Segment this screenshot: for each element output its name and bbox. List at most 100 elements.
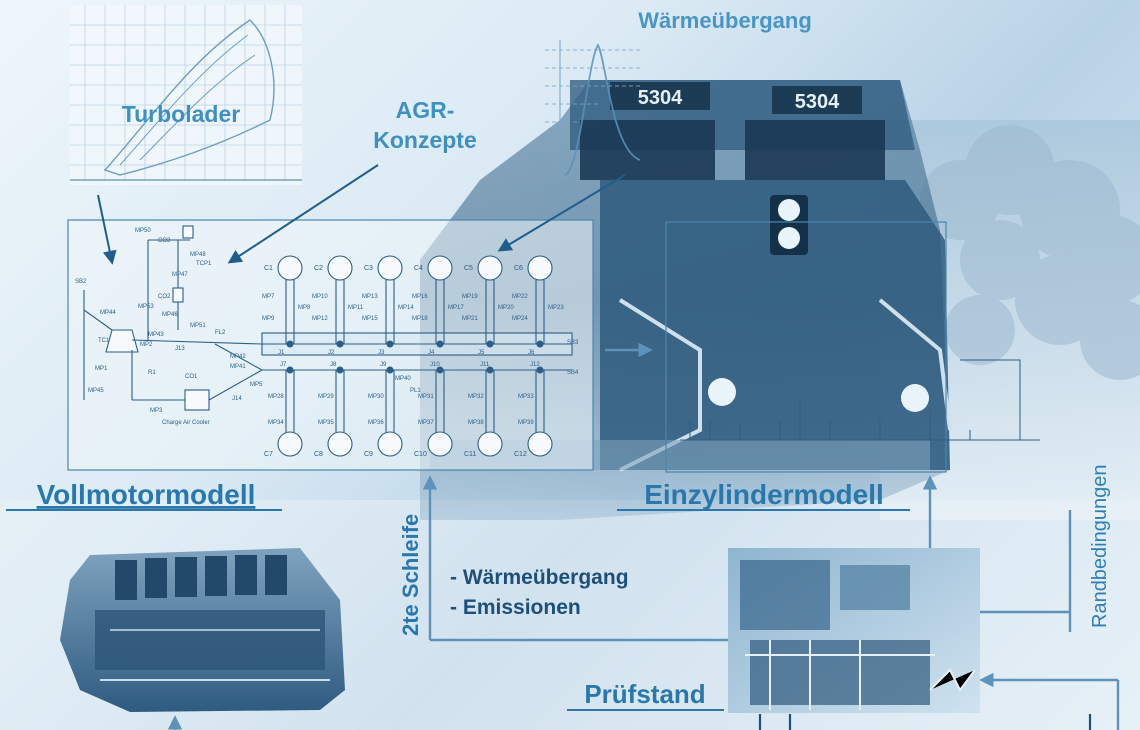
schematic-label-co2: CO2 [158, 294, 171, 300]
cylinder-label-C1: C1 [264, 265, 273, 272]
cylinder-label-C7: C7 [264, 451, 273, 458]
cylinder-C7 [277, 431, 303, 457]
pipe-label-MP14: MP14 [398, 305, 414, 311]
junction-J11 [486, 366, 494, 374]
junction-label-J11: J11 [480, 362, 490, 368]
junction-J2 [336, 340, 344, 348]
pipe-label-MP19: MP19 [462, 294, 478, 300]
schematic-label-mp45: MP45 [88, 388, 104, 394]
junction-J3 [386, 340, 394, 348]
agr-label-line1: AGR- [396, 97, 455, 123]
schematic-label-tc1: TC1 [98, 338, 110, 344]
cylinder-C2 [327, 255, 353, 281]
schematic-label-sb3: SB3 [567, 340, 579, 346]
pipe-label-MP9: MP9 [262, 316, 275, 322]
junction-label-J5: J5 [478, 350, 485, 356]
pipe-left [83, 309, 113, 331]
egr-valve [182, 225, 194, 239]
feed-lines [758, 714, 1092, 730]
randbedingungen-label: Randbedingungen [1089, 465, 1111, 629]
headlight-top [778, 199, 800, 221]
pipe-label-MP39: MP39 [518, 420, 534, 426]
egr-cooler [172, 287, 184, 303]
schematic-label-mp47: MP47 [172, 272, 188, 278]
loop-arrows [167, 342, 1120, 730]
pipe-label-MP28: MP28 [268, 394, 284, 400]
junction-J4 [436, 340, 444, 348]
list-item-waermeuebergang: - Wärmeübergang [450, 566, 629, 589]
cylinder-C8 [327, 431, 353, 457]
schematic-label-sb2: SB2 [75, 279, 87, 285]
pipe-label-MP36: MP36 [368, 420, 384, 426]
loco-number-2: 5304 [795, 91, 840, 113]
pipe-label-MP16: MP16 [412, 294, 428, 300]
cylinder-C3 [377, 255, 403, 281]
schematic-label-pl1: PL1 [410, 388, 421, 394]
cylinder-C1 [277, 255, 303, 281]
schematic-label-co3: CO3 [158, 238, 171, 244]
schematic-label-mp53: MP53 [138, 304, 154, 310]
pipe-label-MP33: MP33 [518, 394, 534, 400]
schematic-label-r1: R1 [148, 370, 156, 376]
pipe-label-MP24: MP24 [512, 316, 528, 322]
cylinder-label-C11: C11 [464, 451, 476, 458]
schematic-label-sb4: SB4 [567, 370, 579, 376]
schematic-label-tcp1: TCP1 [196, 261, 212, 267]
junction-J7 [286, 366, 294, 374]
junction-J1 [286, 340, 294, 348]
turbolader-label: Turbolader [122, 101, 240, 127]
pipe-label-MP8: MP8 [298, 305, 311, 311]
single-cylinder-schematic [665, 221, 1040, 473]
pipe-label-MP7: MP7 [262, 294, 275, 300]
cylinder-C6 [527, 255, 553, 281]
schematic-label-j13: J13 [175, 346, 185, 352]
cylinder-label-C5: C5 [464, 265, 473, 272]
pipe-label-MP18: MP18 [412, 316, 428, 322]
charge-air-cooler [184, 389, 210, 411]
schematic-label-mp48: MP48 [190, 252, 206, 258]
agr-label-line2: Konzepte [373, 127, 477, 153]
schematic-label-fl2: FL2 [215, 330, 226, 336]
pipe-label-MP23: MP23 [548, 305, 564, 311]
cylinder-C9 [377, 431, 403, 457]
schematic-label-co1: CO1 [185, 374, 198, 380]
cylinder-label-C8: C8 [314, 451, 323, 458]
junction-label-J9: J9 [380, 362, 387, 368]
heat-transfer-chart [545, 40, 641, 180]
pipe-label-MP22: MP22 [512, 294, 528, 300]
cylinder-C5 [477, 255, 503, 281]
engine-photo [60, 548, 345, 712]
schematic-label-mp50: MP50 [135, 228, 151, 234]
schematic-label-mp1: MP1 [95, 366, 108, 372]
junction-label-J6: J6 [528, 350, 535, 356]
pipe-label-MP10: MP10 [312, 294, 328, 300]
vollmotormodell-label: Vollmotormodell [37, 479, 256, 510]
schematic-label-mp51: MP51 [190, 323, 206, 329]
pipe-label-MP29: MP29 [318, 394, 334, 400]
schleife-label: 2te Schleife [398, 514, 423, 636]
pipe-label-MP34: MP34 [268, 420, 284, 426]
junction-J12 [536, 366, 544, 374]
full-engine-schematic: C1J1C7J7C2J2C8J8C3J3C9J9C4J4C10J10C5J5C1… [67, 219, 594, 471]
junction-label-J7: J7 [280, 362, 287, 368]
schematic-label-mp3: MP3 [150, 408, 163, 414]
pipe-label-MP37: MP37 [418, 420, 434, 426]
schematic-label-mp5: MP5 [250, 382, 263, 388]
schematic-label-mp41: MP41 [230, 364, 246, 370]
pipe-label-MP13: MP13 [362, 294, 378, 300]
pipe-label-MP35: MP35 [318, 420, 334, 426]
cylinder-label-C6: C6 [514, 265, 523, 272]
pipe-label-MP15: MP15 [362, 316, 378, 322]
pipe-label-MP32: MP32 [468, 394, 484, 400]
junction-J9 [386, 366, 394, 374]
cylinder-C4 [427, 255, 453, 281]
charge-air-cooler-label: Charge Air Cooler [162, 420, 210, 426]
junction-label-J2: J2 [328, 350, 335, 356]
waermeuebergang-title: Wärmeübergang [638, 8, 812, 33]
turbocharger-map [70, 5, 302, 185]
test-bench-photo [728, 548, 980, 713]
cylinder-label-C2: C2 [314, 265, 323, 272]
schematic-label-mp43: MP43 [148, 332, 164, 338]
pipe-label-MP21: MP21 [462, 316, 478, 322]
pipe-label-MP11: MP11 [348, 305, 364, 311]
